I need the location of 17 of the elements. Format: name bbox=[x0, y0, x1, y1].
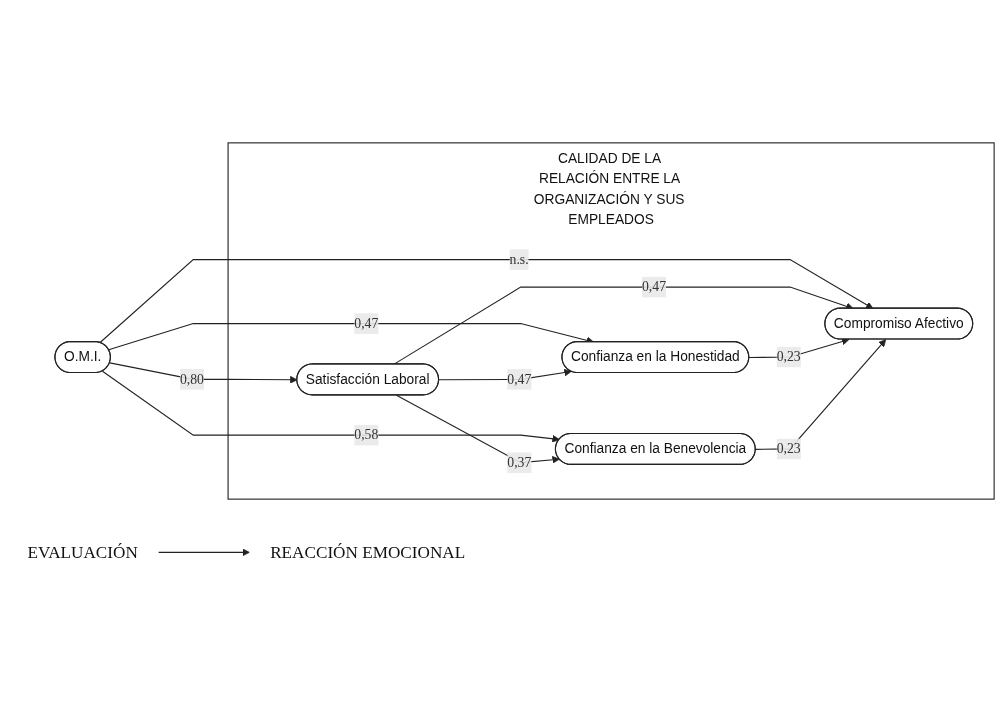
edge-label: 0,80 bbox=[179, 371, 204, 387]
edge-label: 0,23 bbox=[776, 349, 801, 365]
edge-label: 0,58 bbox=[354, 427, 379, 443]
edge-label: 0,47 bbox=[507, 371, 532, 387]
arrow bbox=[157, 548, 250, 557]
edge-label: n.s. bbox=[509, 252, 529, 267]
arrow bbox=[101, 370, 560, 443]
edge-label: 0,47 bbox=[354, 316, 379, 331]
edge-label: 0,37 bbox=[507, 455, 532, 470]
arrow bbox=[755, 339, 887, 451]
node-text: EVALUACIÓN bbox=[27, 543, 138, 563]
arrow bbox=[108, 323, 594, 351]
edge-label: 0,47 bbox=[641, 279, 667, 295]
arrow bbox=[393, 286, 854, 366]
edge-label: 0,23 bbox=[776, 441, 801, 457]
arrow bbox=[99, 259, 874, 344]
node-text: REACCIÓN EMOCIONAL bbox=[270, 543, 466, 563]
